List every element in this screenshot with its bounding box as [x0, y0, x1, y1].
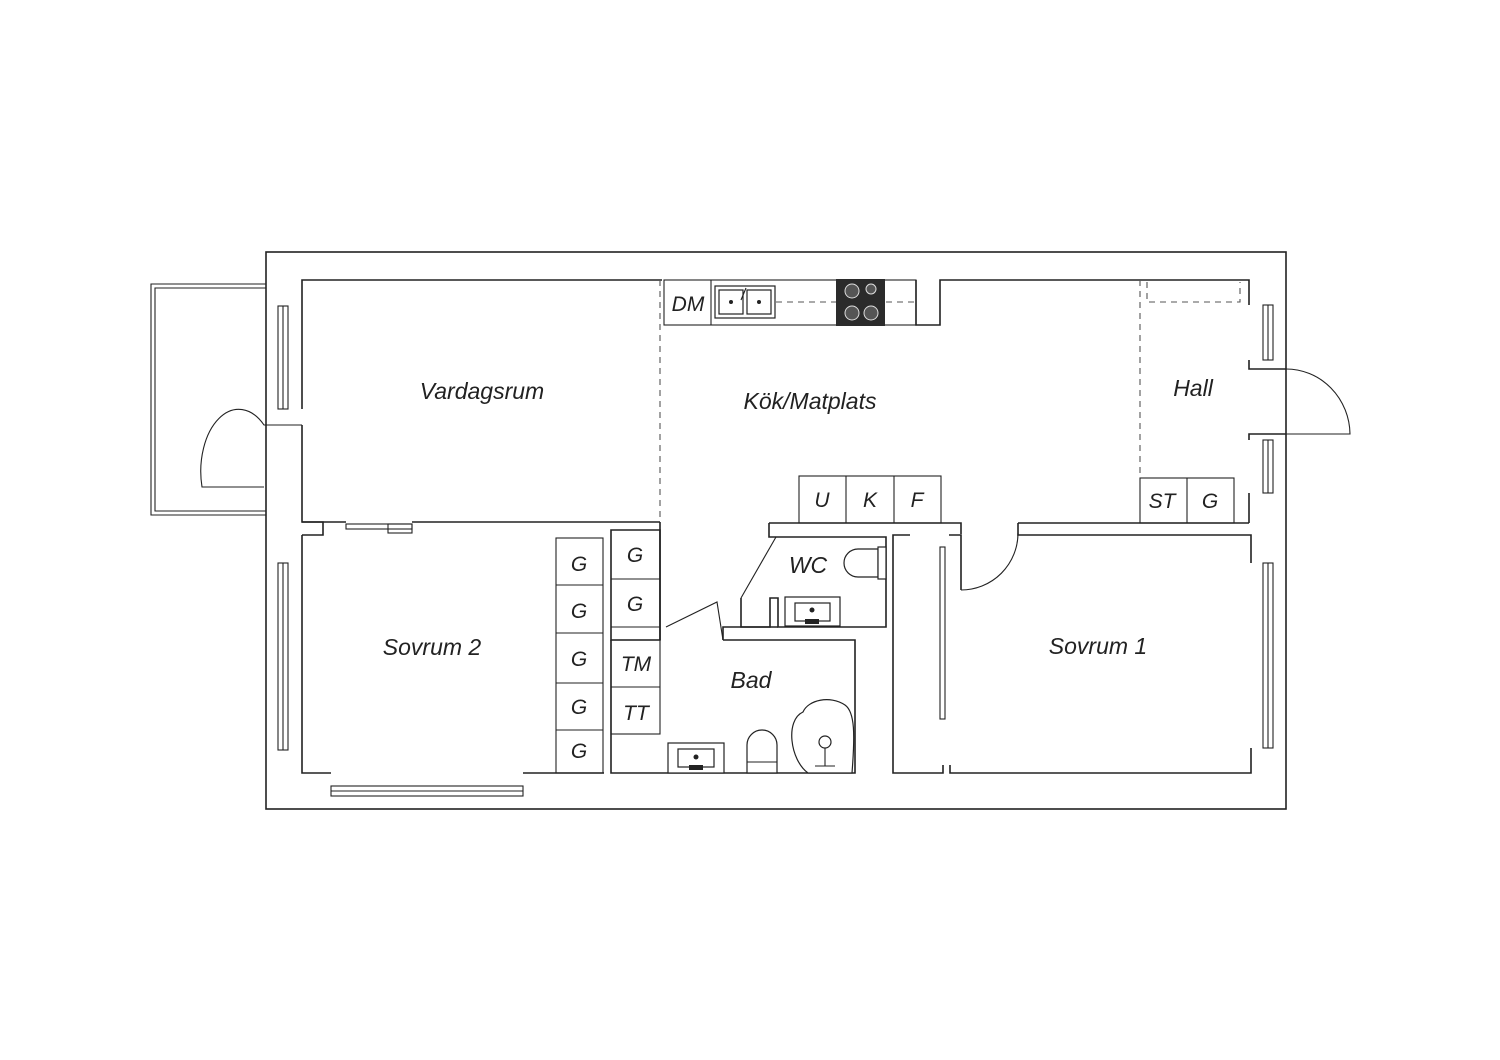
cabinet-label-g: G [571, 553, 587, 576]
bath-fixtures [667, 699, 855, 774]
cabinet-label-g: G [571, 740, 587, 763]
balcony [150, 283, 266, 516]
stove-icon [836, 279, 885, 326]
kitchen-counter [663, 279, 917, 326]
room-label-hall: Hall [1173, 375, 1214, 401]
toilet-icon [746, 729, 778, 774]
cabinet-label-st: ST [1149, 490, 1178, 513]
room-label-sovrum-2: Sovrum 2 [383, 634, 482, 660]
wc-fixtures [784, 546, 887, 627]
cabinet-label-g: G [1202, 490, 1218, 513]
cabinet-label-g: G [627, 593, 643, 616]
cabinet-label-tt: TT [623, 702, 651, 725]
wc-sink-icon [784, 596, 841, 627]
cabinet-boxes [555, 475, 1235, 774]
toilet-icon [843, 546, 887, 580]
cabinet-label-f: F [911, 489, 925, 512]
room-label-sovrum-1: Sovrum 1 [1049, 633, 1147, 659]
dishwasher-label: DM [672, 293, 705, 316]
cabinet-label-g: G [627, 544, 643, 567]
cabinet-label-k: K [863, 489, 878, 512]
room-label-kok-matplats: Kök/Matplats [744, 388, 877, 414]
cabinet-label-u: U [814, 489, 830, 512]
interior-walls [200, 279, 1351, 774]
kitchen-sink-icon [714, 285, 776, 319]
windows [277, 304, 1274, 797]
cabinet-label-g: G [571, 600, 587, 623]
bath-sink-icon [667, 742, 725, 774]
cabinet-label-tm: TM [621, 653, 652, 676]
outer-wall [265, 251, 1287, 810]
room-label-vardagsrum: Vardagsrum [420, 378, 544, 404]
room-labels: Vardagsrum Kök/Matplats Hall Sovrum 2 So… [383, 375, 1214, 693]
cabinet-label-g: G [571, 648, 587, 671]
room-label-bad: Bad [731, 667, 773, 693]
shower-icon [791, 699, 855, 774]
cabinet-label-g: G [571, 696, 587, 719]
room-label-wc: WC [789, 552, 828, 578]
cabinet-labels: DM U K F ST G G G G G G G G TM TT [571, 293, 1218, 763]
